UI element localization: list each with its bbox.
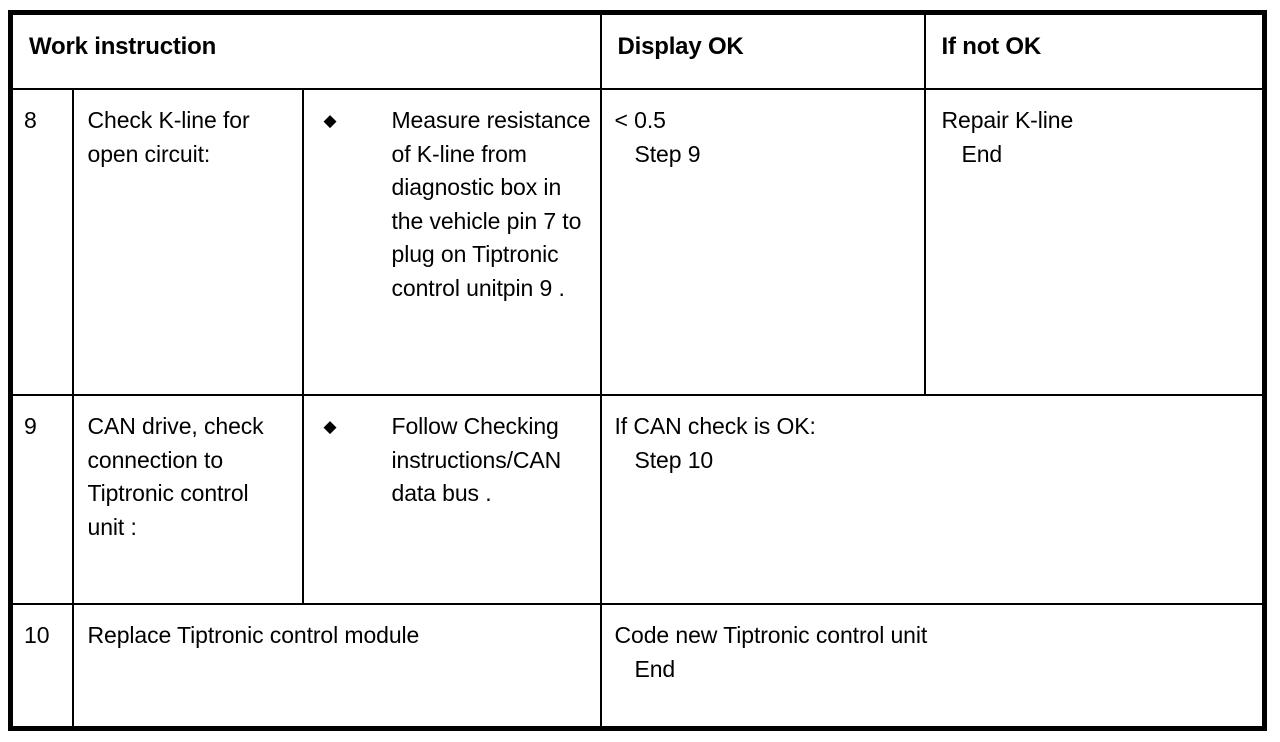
header-label-display-ok: Display OK [617,33,744,60]
row-8-if-not-ok-action: Repair K-line [941,107,1074,133]
row-9-step-number: 9 [24,413,37,439]
row-8-bullet-item: ◆ Measure resistance of K-line from diag… [304,90,600,315]
row-9-bullet-cell: ◆ Follow Checking instructions/CAN data … [301,394,602,605]
row-8-display-ok-cell: < 0.5 Step 9 [599,88,926,396]
row-9-bullet-text: Follow Checking instructions/CAN data bu… [391,413,562,506]
header-cell-if-not-ok: If not OK [923,10,1267,90]
row-8-instruction-cell: Check K-line for open circuit: [71,88,304,396]
row-8-display-ok-block: < 0.5 Step 9 [602,90,924,181]
row-10-display-ok-action: Code new Tiptronic control unit [614,622,928,648]
row-10-instruction-text: Replace Tiptronic control module [87,622,420,648]
row-10-step-cell: 10 [8,603,74,731]
row-8-bullet-cell: ◆ Measure resistance of K-line from diag… [301,88,602,396]
diamond-bullet-icon: ◆ [323,111,337,130]
row-8-display-ok-next-step: Step 9 [634,140,701,167]
row-9-step-cell: 9 [8,394,74,605]
table-row: 9 CAN drive, check connection to Tiptron… [8,394,1267,605]
table-row: 10 Replace Tiptronic control module Code… [8,603,1267,731]
header-label-work-instruction: Work instruction [29,33,217,60]
row-9-display-ok-block: If CAN check is OK: Step 10 [602,396,1263,487]
header-cell-display-ok: Display OK [599,10,926,90]
table-header-row: Work instruction Display OK If not OK [8,10,1267,90]
row-9-display-ok-next-step: Step 10 [634,446,714,473]
row-8-step-cell: 8 [8,88,74,396]
table-row: 8 Check K-line for open circuit: ◆ Measu… [8,88,1267,396]
row-8-if-not-ok-end: End [961,140,1003,167]
row-8-instruction-text: Check K-line for open circuit: [87,107,250,167]
row-10-display-ok-block: Code new Tiptronic control unit End [602,605,1263,696]
row-8-bullet-text: Measure resistance of K-line from diagno… [391,107,591,301]
row-10-step-number: 10 [24,622,50,648]
row-10-instruction-cell: Replace Tiptronic control module [71,603,602,731]
row-9-instruction-cell: CAN drive, check connection to Tiptronic… [71,394,304,605]
row-9-instruction-text: CAN drive, check connection to Tiptronic… [87,413,264,540]
row-10-display-ok-cell: Code new Tiptronic control unit End [599,603,1267,731]
row-9-display-ok-condition: If CAN check is OK: [614,413,816,439]
header-cell-work-instruction: Work instruction [8,10,602,90]
work-instruction-table: Work instruction Display OK If not OK 8 … [8,10,1267,731]
row-9-bullet-item: ◆ Follow Checking instructions/CAN data … [304,396,600,521]
row-8-if-not-ok-block: Repair K-line End [926,90,1263,181]
diamond-bullet-icon: ◆ [323,417,337,436]
row-8-if-not-ok-cell: Repair K-line End [923,88,1267,396]
row-10-display-ok-end: End [634,655,676,682]
row-8-step-number: 8 [24,107,37,133]
row-8-display-ok-value: < 0.5 [614,107,666,133]
row-9-display-ok-cell: If CAN check is OK: Step 10 [599,394,1267,605]
header-label-if-not-ok: If not OK [941,33,1042,60]
